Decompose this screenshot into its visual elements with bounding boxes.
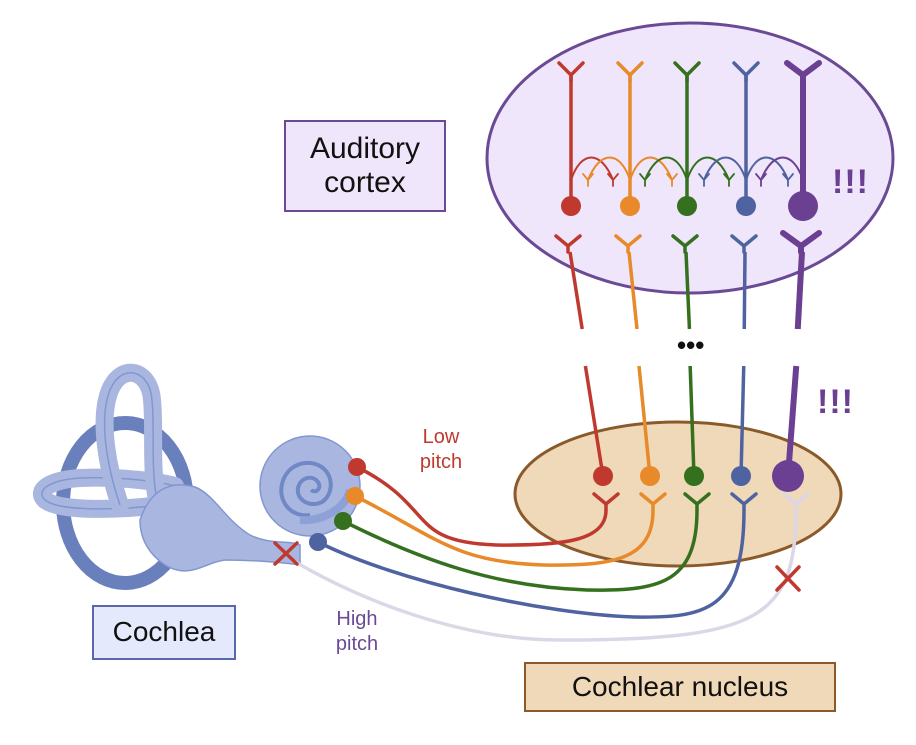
lateral-synapse-icon bbox=[639, 173, 651, 187]
nucleus-emphasis-mark: !!! bbox=[817, 383, 854, 421]
cochlea-label: Cochlea bbox=[92, 605, 236, 660]
continuation-ellipsis: ••• bbox=[677, 330, 705, 360]
lateral-synapse-icon bbox=[698, 173, 710, 187]
ascending-axon-upper bbox=[568, 251, 584, 330]
cortex-input-terminal-icon bbox=[554, 234, 582, 254]
cortex-input-terminal-icon bbox=[671, 234, 699, 254]
lateral-connection bbox=[587, 156, 631, 181]
ascending-axon-lower bbox=[637, 365, 652, 477]
cortex-neuron-soma bbox=[561, 196, 581, 216]
x-mark-icon bbox=[775, 565, 801, 592]
lateral-connection bbox=[644, 156, 688, 181]
lateral-synapse-icon bbox=[666, 173, 678, 187]
cortex-input-terminal-icon bbox=[780, 230, 822, 255]
nucleus-neuron-soma bbox=[684, 466, 704, 486]
high-pitch-label: High pitch bbox=[335, 608, 379, 655]
cortex-neuron-soma bbox=[788, 191, 818, 221]
cortex-emphasis-mark: !!! bbox=[832, 163, 869, 201]
nucleus-input-terminal-icon bbox=[782, 492, 810, 512]
auditory-cortex-region bbox=[485, 21, 895, 295]
lateral-synapse-icon bbox=[582, 173, 594, 187]
nucleus-neuron-soma bbox=[731, 466, 751, 486]
ascending-axon-lower bbox=[785, 365, 800, 477]
nucleus-input-terminal-icon bbox=[592, 492, 620, 512]
auditory-cortex-label: Auditory cortex bbox=[284, 120, 446, 212]
x-mark-icon bbox=[273, 541, 299, 566]
cortex-input-terminal-icon bbox=[614, 234, 642, 254]
lateral-connection bbox=[570, 156, 614, 181]
low-pitch-label: Low pitch bbox=[419, 426, 463, 473]
ascending-axon-lower bbox=[739, 365, 746, 477]
spiral-ganglion-neuron bbox=[346, 487, 364, 505]
cortex-input-terminal-icon bbox=[730, 234, 758, 254]
cortex-neuron-soma bbox=[736, 196, 756, 216]
cortex-neuron-soma bbox=[677, 196, 697, 216]
spiral-ganglion-neuron bbox=[348, 458, 366, 476]
ascending-axon-upper bbox=[684, 251, 692, 330]
lateral-connection bbox=[629, 156, 673, 181]
vestibule bbox=[139, 484, 301, 572]
ascending-axon-lower bbox=[688, 365, 696, 477]
cochlea-illustration bbox=[33, 363, 361, 590]
cochlear-nucleus-label: Cochlear nucleus bbox=[524, 662, 836, 712]
spiral-ganglion-neuron bbox=[309, 533, 327, 551]
lateral-connection bbox=[703, 156, 747, 181]
nucleus-neuron-soma bbox=[640, 466, 660, 486]
lateral-synapse-icon bbox=[607, 173, 619, 187]
nucleus-input-terminal-icon bbox=[730, 492, 758, 512]
ascending-axon-upper bbox=[627, 251, 639, 330]
auditory-nerve-fiber bbox=[317, 509, 746, 619]
lateral-synapse-icon bbox=[755, 173, 767, 187]
ascending-axon-upper bbox=[742, 251, 747, 330]
nucleus-neuron-soma bbox=[772, 460, 804, 492]
auditory-nerve-fiber bbox=[342, 509, 699, 592]
lateral-synapse-icon bbox=[782, 173, 794, 187]
spiral-ganglion-neuron bbox=[334, 512, 352, 530]
lateral-synapse-icon bbox=[723, 173, 735, 187]
lateral-connection bbox=[745, 156, 789, 181]
pathway-gap bbox=[560, 329, 818, 366]
nucleus-input-terminal-icon bbox=[683, 492, 711, 512]
auditory-nerve-fiber bbox=[356, 465, 608, 547]
lateral-connection bbox=[760, 156, 804, 181]
auditory-nerve-fiber bbox=[354, 494, 655, 567]
nucleus-input-terminal-icon bbox=[639, 492, 667, 512]
ascending-axon-upper bbox=[794, 251, 805, 330]
lateral-connection bbox=[686, 156, 730, 181]
ascending-axon-lower bbox=[583, 365, 605, 477]
channels-layer bbox=[291, 60, 822, 642]
cortex-neuron-soma bbox=[620, 196, 640, 216]
nucleus-neuron-soma bbox=[593, 466, 613, 486]
